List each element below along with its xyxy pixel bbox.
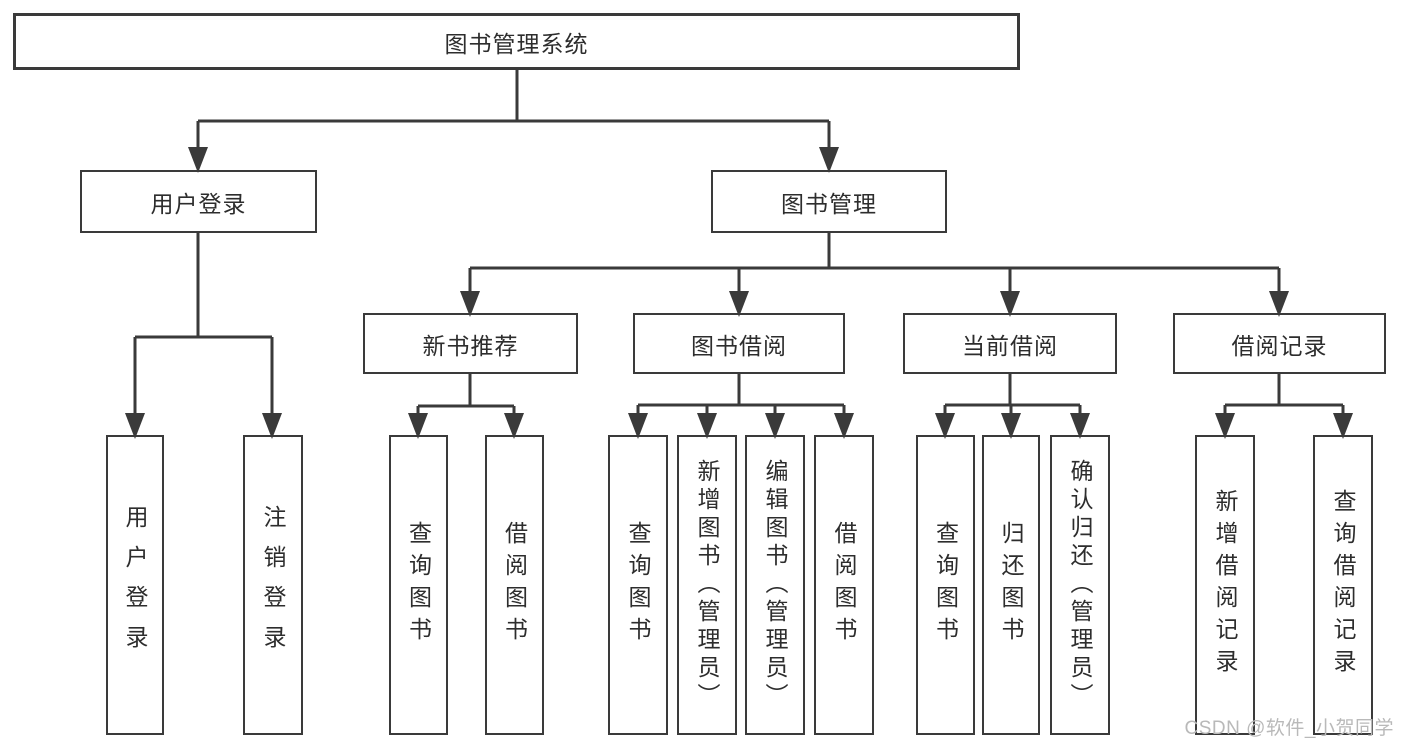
leaf-query-borrow-record: 查询借阅记录 — [1313, 435, 1373, 735]
leaf-query-books-current: 查询图书 — [916, 435, 975, 735]
leaf-label: 注销登录 — [260, 505, 286, 665]
node-label: 当前借阅 — [962, 332, 1058, 359]
node-borrow-records: 借阅记录 — [1173, 313, 1386, 374]
leaf-borrow-books-recommend: 借阅图书 — [485, 435, 544, 735]
leaf-label: 新增图书（管理员） — [694, 459, 720, 711]
leaf-label: 查询图书 — [625, 521, 651, 649]
leaf-label: 查询借阅记录 — [1330, 489, 1356, 681]
leaf-label: 借阅图书 — [831, 521, 857, 649]
leaf-add-books-admin: 新增图书（管理员） — [677, 435, 737, 735]
leaf-query-books-borrowing: 查询图书 — [608, 435, 668, 735]
leaf-label: 新增借阅记录 — [1212, 489, 1238, 681]
node-new-book-recommend: 新书推荐 — [363, 313, 578, 374]
leaf-label: 编辑图书（管理员） — [762, 459, 788, 711]
node-label: 新书推荐 — [422, 332, 519, 359]
leaf-logout: 注销登录 — [243, 435, 303, 735]
leaf-label: 查询图书 — [405, 521, 432, 649]
leaf-confirm-return-admin: 确认归还（管理员） — [1050, 435, 1110, 735]
node-root-library-system: 图书管理系统 — [13, 13, 1020, 70]
node-user-login: 用户登录 — [80, 170, 317, 233]
leaf-add-borrow-record: 新增借阅记录 — [1195, 435, 1255, 735]
leaf-query-books-recommend: 查询图书 — [389, 435, 448, 735]
node-label: 用户登录 — [150, 190, 247, 217]
node-label: 借阅记录 — [1231, 332, 1328, 359]
leaf-label: 归还图书 — [998, 521, 1024, 649]
leaf-label: 借阅图书 — [501, 521, 528, 649]
node-current-borrowing: 当前借阅 — [903, 313, 1117, 374]
leaf-user-login: 用户登录 — [106, 435, 164, 735]
node-book-management: 图书管理 — [711, 170, 947, 233]
leaf-borrow-books: 借阅图书 — [814, 435, 874, 735]
csdn-watermark: CSDN @软件_小贺同学 — [1184, 718, 1394, 739]
node-label: 图书借阅 — [691, 332, 787, 359]
leaf-label: 确认归还（管理员） — [1067, 459, 1093, 711]
node-book-borrowing: 图书借阅 — [633, 313, 845, 374]
leaf-return-books: 归还图书 — [982, 435, 1040, 735]
leaf-label: 查询图书 — [932, 521, 959, 649]
leaf-edit-books-admin: 编辑图书（管理员） — [745, 435, 805, 735]
leaf-label: 用户登录 — [122, 505, 148, 665]
node-label: 图书管理系统 — [444, 30, 589, 57]
node-label: 图书管理 — [781, 190, 877, 217]
